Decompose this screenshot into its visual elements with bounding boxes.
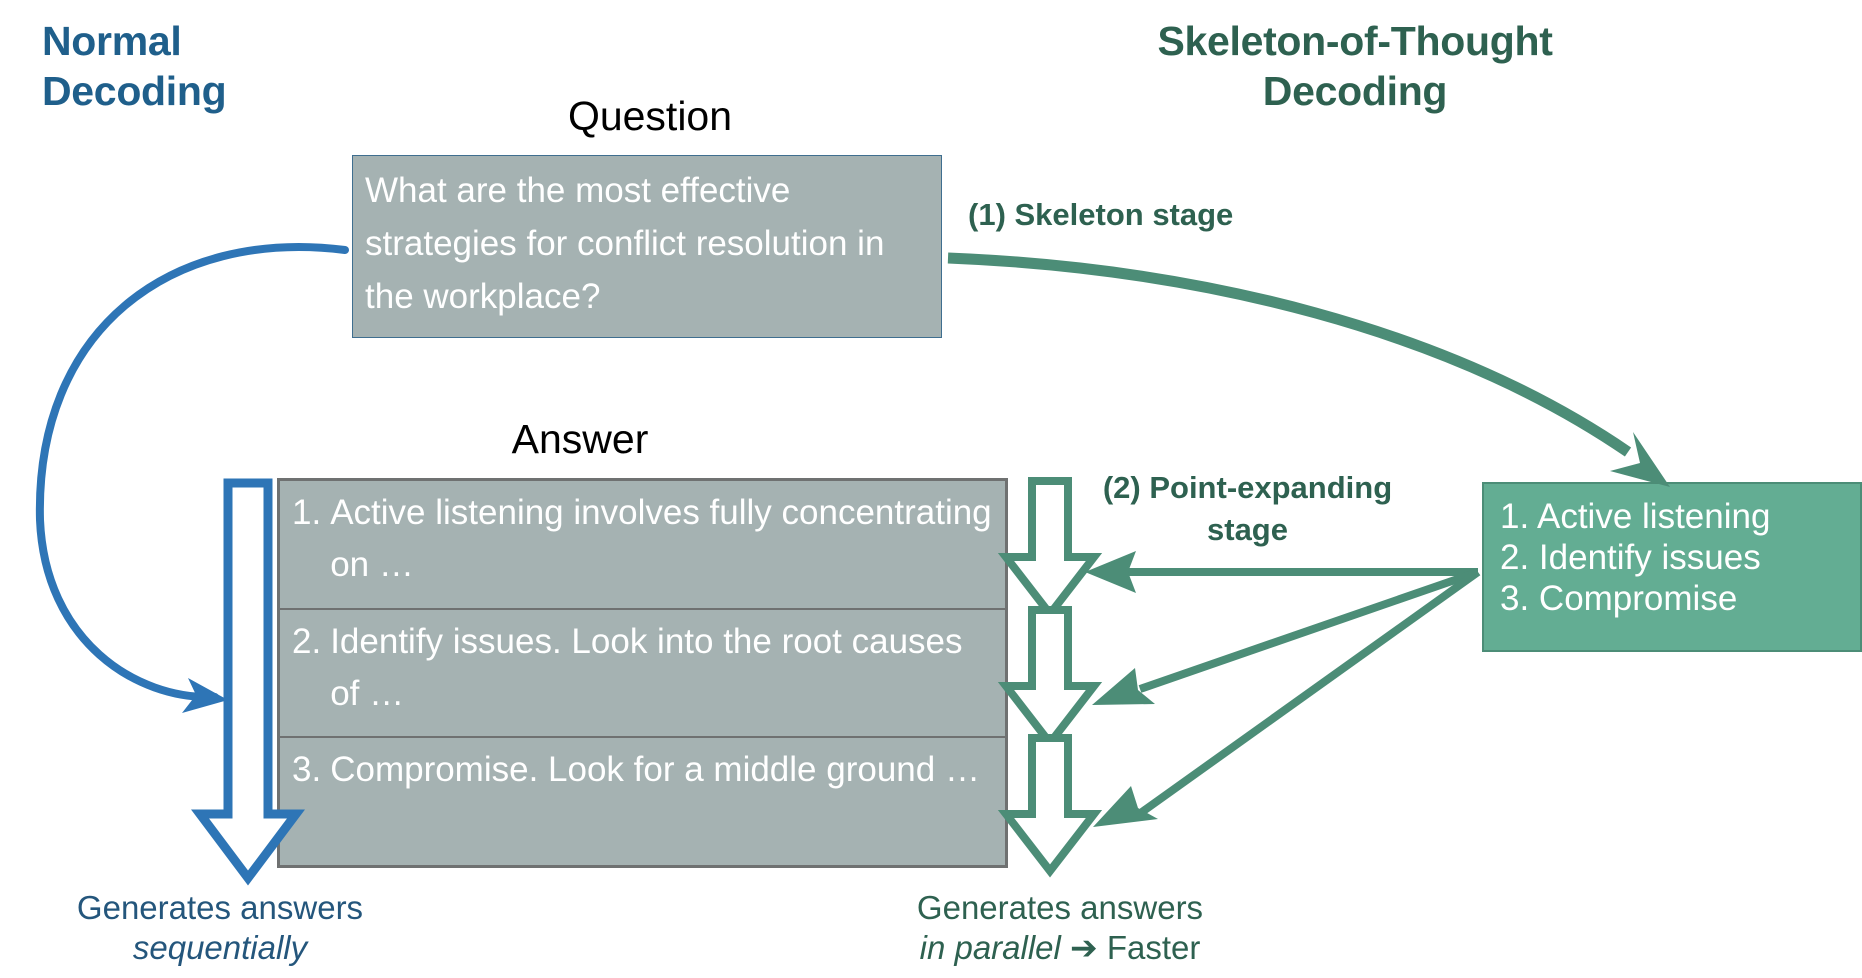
skeleton-box: 1. Active listening 2. Identify issues 3…: [1482, 482, 1862, 652]
answer-item-3-text: Compromise. Look for a middle ground …: [330, 750, 980, 790]
left-caption-line-1: Generates answers: [76, 889, 364, 926]
skeleton-item-1: 1. Active listening: [1500, 497, 1771, 536]
answer-item-3: 3. Compromise. Look for a middle ground …: [280, 738, 1005, 865]
question-box: What are the most effective strategies f…: [352, 155, 942, 338]
skeleton-item-2: 2. Identify issues: [1500, 538, 1761, 577]
right-caption-line-2: in parallel ➔ Faster: [840, 928, 1280, 968]
point-expanding-arrow-2: [1092, 568, 1480, 705]
answer-item-1-number: 1.: [292, 493, 322, 532]
point-expanding-arrow-3: [1093, 568, 1481, 827]
stage-1-label: (1) Skeleton stage: [968, 197, 1234, 232]
answer-box: 1. Active listening involves fully conce…: [277, 478, 1008, 868]
skeleton-stage-curve-arrow: [947, 252, 1670, 487]
answer-item-1: 1. Active listening involves fully conce…: [280, 481, 1005, 610]
answer-item-2-text: Identify issues. Look into the root caus…: [330, 621, 963, 713]
left-column-title: Normal Decoding: [42, 18, 227, 114]
question-text: What are the most effective strategies f…: [365, 171, 885, 316]
right-caption-italic: in parallel: [919, 929, 1061, 966]
point-expanding-arrow-1: [1085, 551, 1478, 593]
answer-item-3-number: 3.: [292, 750, 322, 790]
answer-item-1-text: Active listening involves fully concentr…: [330, 493, 992, 584]
question-label: Question: [567, 93, 733, 139]
right-caption-line-1: Generates answers: [916, 889, 1204, 926]
parallel-generation-arrow-2: [997, 606, 1103, 750]
right-caption: Generates answers in parallel ➔ Faster: [840, 888, 1280, 968]
right-arrow-icon: ➔: [1070, 929, 1098, 966]
right-column-title: Skeleton-of-Thought Decoding: [1157, 18, 1553, 114]
parallel-generation-arrow-3: [997, 734, 1103, 878]
left-caption: Generates answers sequentially: [20, 888, 420, 968]
answer-label: Answer: [511, 416, 649, 462]
skeleton-item-3: 3. Compromise: [1500, 579, 1738, 618]
answer-item-2: 2. Identify issues. Look into the root c…: [280, 610, 1005, 739]
left-caption-line-2: sequentially: [132, 929, 308, 966]
answer-item-2-number: 2.: [292, 621, 322, 661]
stage-2-label: (2) Point-expanding stage: [1102, 470, 1393, 547]
right-caption-rest: Faster: [1106, 929, 1201, 966]
